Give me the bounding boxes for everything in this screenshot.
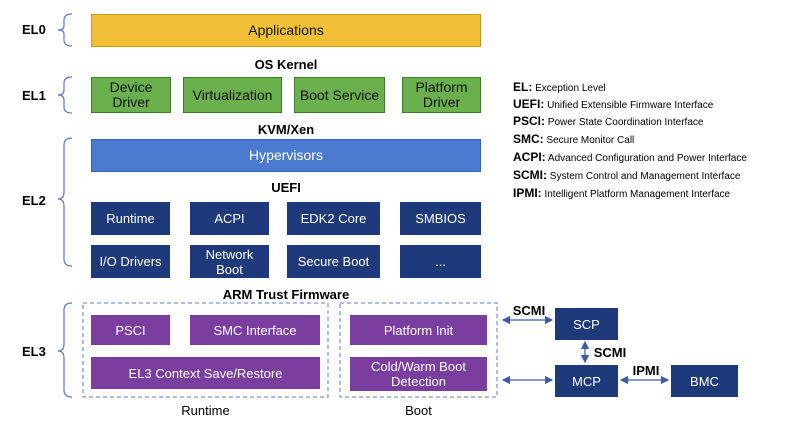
- el3-label: EL3: [22, 344, 46, 359]
- el0-brace: [57, 13, 73, 47]
- os-kernel-title: OS Kernel: [254, 57, 318, 72]
- legend-acpi: ACPI: Advanced Configuration and Power I…: [513, 150, 747, 164]
- el1-brace: [57, 76, 73, 114]
- runtime-group-label: Runtime: [181, 403, 230, 418]
- runtime-group: [82, 302, 329, 398]
- boot-group-label: Boot: [405, 403, 432, 418]
- legend-psci: PSCI: Power State Coordination Interface: [513, 114, 704, 128]
- hypervisors-box: Hypervisors: [91, 139, 481, 172]
- more-uefi-box: ...: [400, 245, 481, 278]
- boot-group: [339, 302, 498, 398]
- scp-box: SCP: [555, 308, 618, 340]
- scmi-label-top: SCMI: [512, 303, 546, 318]
- el3-context-box: EL3 Context Save/Restore: [91, 357, 320, 389]
- smc-interface-box: SMC Interface: [190, 315, 320, 345]
- legend-smc: SMC: Secure Monitor Call: [513, 132, 635, 146]
- legend-uefi: UEFI: Unified Extensible Firmware Interf…: [513, 97, 714, 111]
- legend-ipmi: IPMI: Intelligent Platform Management In…: [513, 186, 731, 200]
- io-drivers-box: I/O Drivers: [91, 245, 170, 278]
- legend-el: EL: Exception Level: [513, 80, 606, 94]
- boot-service-box: Boot Service: [294, 77, 385, 113]
- cold-warm-boot-box: Cold/Warm Boot Detection: [350, 357, 487, 391]
- psci-box: PSCI: [91, 315, 170, 345]
- kvm-xen-title: KVM/Xen: [257, 122, 315, 137]
- el2-label: EL2: [22, 193, 46, 208]
- arm-trust-firmware-title: ARM Trust Firmware: [222, 287, 350, 302]
- network-boot-box: Network Boot: [190, 245, 269, 278]
- ipmi-label: IPMI: [632, 363, 660, 378]
- uefi-title: UEFI: [271, 180, 301, 195]
- bmc-box: BMC: [671, 365, 738, 397]
- applications-box: Applications: [91, 14, 481, 47]
- scmi-label-mid: SCMI: [593, 345, 627, 360]
- smbios-box: SMBIOS: [400, 202, 481, 235]
- el0-label: EL0: [22, 22, 46, 37]
- platform-init-box: Platform Init: [350, 315, 487, 345]
- secure-boot-box: Secure Boot: [287, 245, 380, 278]
- legend-scmi: SCMI: System Control and Management Inte…: [513, 168, 741, 182]
- platform-driver-box: Platform Driver: [402, 77, 481, 113]
- virtualization-box: Virtualization: [183, 77, 282, 113]
- acpi-box: ACPI: [190, 202, 269, 235]
- el2-brace: [57, 137, 73, 267]
- edk2-core-box: EDK2 Core: [287, 202, 380, 235]
- mcp-box: MCP: [555, 365, 618, 397]
- runtime-uefi-box: Runtime: [91, 202, 170, 235]
- el1-label: EL1: [22, 88, 46, 103]
- device-driver-box: Device Driver: [91, 77, 171, 113]
- el3-brace: [57, 302, 73, 398]
